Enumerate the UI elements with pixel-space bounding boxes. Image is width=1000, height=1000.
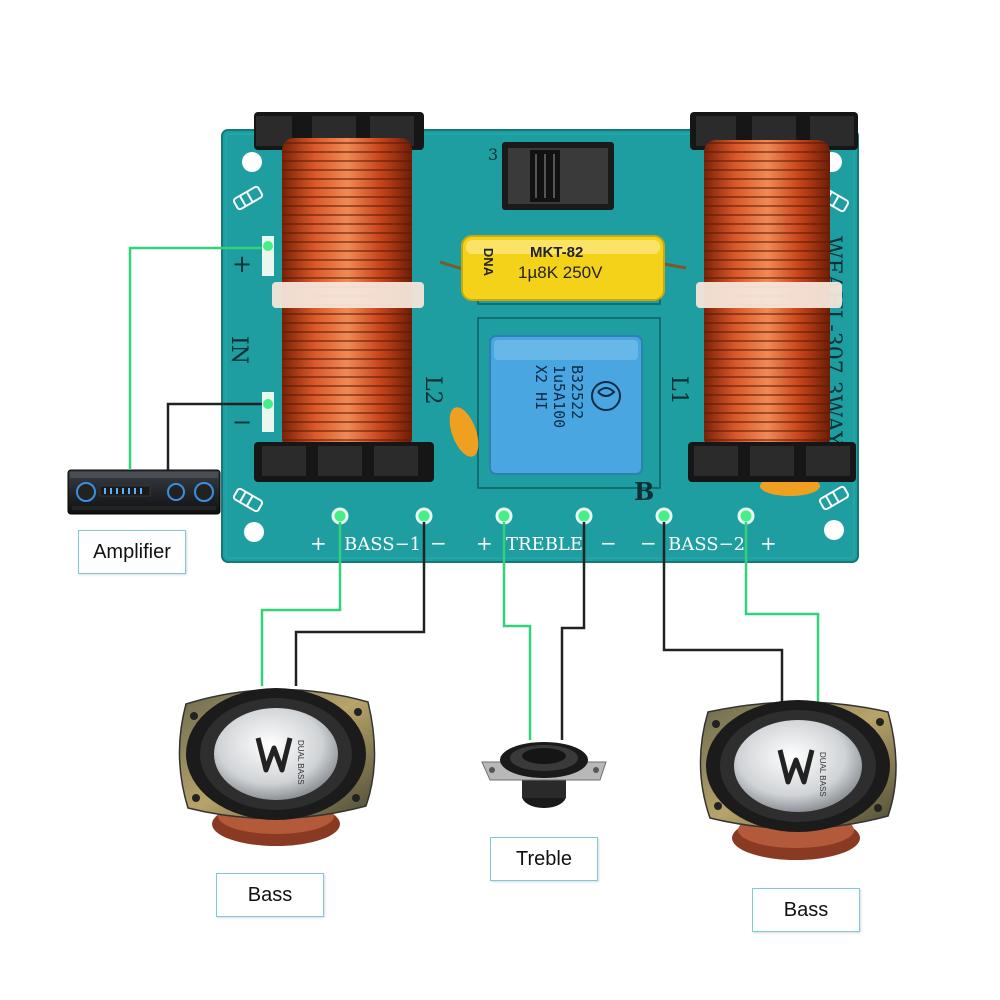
speaker-logo-icon <box>777 749 815 785</box>
bass1-label: BASS−1 <box>344 534 421 555</box>
wire-bass1-minus <box>294 522 426 686</box>
treble-minus-sign: − <box>600 531 617 555</box>
inductor-coil-right <box>688 112 858 482</box>
bass2-plus-sign: + <box>760 531 777 555</box>
bass2-minus-sign: − <box>640 531 657 555</box>
treble-label-text: Treble <box>516 847 572 870</box>
crossover-pcb: + − IN 3 DNA MKT-82 1µ8K 250V <box>221 112 859 563</box>
bass2-label: BASS−2 <box>668 534 745 555</box>
bass1-minus-sign: − <box>430 531 447 555</box>
screw-icon <box>232 185 264 211</box>
mounting-hole <box>242 152 262 172</box>
speaker-logo-icon <box>255 737 293 773</box>
bass-speaker-right: DUAL BASS <box>699 700 897 860</box>
input-plus-label: + <box>232 250 252 278</box>
small-capacitor <box>449 407 479 457</box>
speaker-logo-text: DUAL BASS <box>296 740 305 785</box>
terminal-labels: + BASS−1 − + TREBLE − − BASS−2 + <box>310 531 777 555</box>
treble-speaker <box>481 742 607 808</box>
yellow-capacitor-model: MKT-82 <box>530 244 583 261</box>
amplifier-label-text: Amplifier <box>93 540 171 563</box>
wire-bass1-plus <box>260 522 342 686</box>
mounting-hole <box>244 522 264 542</box>
terminal-bass1-plus <box>331 507 349 525</box>
speaker-logo-text: DUAL BASS <box>818 752 827 797</box>
terminal-bass2-plus <box>737 507 755 525</box>
blue-capacitor-line1: B32522 <box>568 365 586 419</box>
coil-right-label: L1 <box>666 376 691 405</box>
selector-switch <box>502 142 614 210</box>
wire-treble-minus <box>560 522 586 740</box>
terminal-bass2-minus <box>655 507 673 525</box>
yellow-capacitor-brand: DNA <box>481 248 496 277</box>
mounting-hole <box>824 520 844 540</box>
inductor-coil-left <box>254 112 434 482</box>
terminal-treble-minus <box>575 507 593 525</box>
wire-treble-plus <box>502 522 532 740</box>
amplifier-knob-icon <box>76 482 96 502</box>
blue-capacitor-line3: X2 HI <box>532 365 550 410</box>
bass1-plus-sign: + <box>310 531 327 555</box>
treble-plus-sign: + <box>476 531 493 555</box>
terminal-bass1-minus <box>415 507 433 525</box>
blue-capacitor-line2: 1u5A100 <box>550 365 568 428</box>
wire-amp-plus <box>128 246 262 470</box>
bass-left-label: Bass <box>216 873 324 917</box>
corner-mark: B <box>634 477 654 506</box>
input-terminal-minus <box>262 392 274 432</box>
switch-label: 3 <box>488 145 498 164</box>
input-minus-label: − <box>232 408 252 436</box>
bass-left-label-text: Bass <box>247 883 293 906</box>
coil-left-label: L2 <box>420 376 445 405</box>
bass-right-label: Bass <box>752 888 860 932</box>
screw-icon <box>232 487 264 513</box>
amplifier-device <box>67 469 221 515</box>
yellow-capacitor: DNA MKT-82 1µ8K 250V <box>439 235 687 301</box>
amplifier-knob-icon <box>167 483 185 501</box>
bass-right-label-text: Bass <box>783 898 829 921</box>
wire-bass2-plus <box>744 522 820 702</box>
bass-speaker-left: DUAL BASS <box>178 688 376 846</box>
screw-icon <box>818 485 850 511</box>
amplifier-knob-icon <box>194 482 214 502</box>
input-label: IN <box>226 336 251 364</box>
wires <box>128 246 820 740</box>
wire-amp-minus <box>166 402 262 470</box>
treble-label: Treble <box>490 837 598 881</box>
capacitor-logo-icon <box>591 381 621 411</box>
treble-label: TREBLE <box>506 534 583 555</box>
amplifier-label: Amplifier <box>78 530 186 574</box>
yellow-capacitor-rating: 1µ8K 250V <box>518 263 603 282</box>
wire-bass2-minus <box>662 522 784 702</box>
terminal-treble-plus <box>495 507 513 525</box>
blue-capacitor: B32522 1u5A100 X2 HI <box>489 335 643 475</box>
